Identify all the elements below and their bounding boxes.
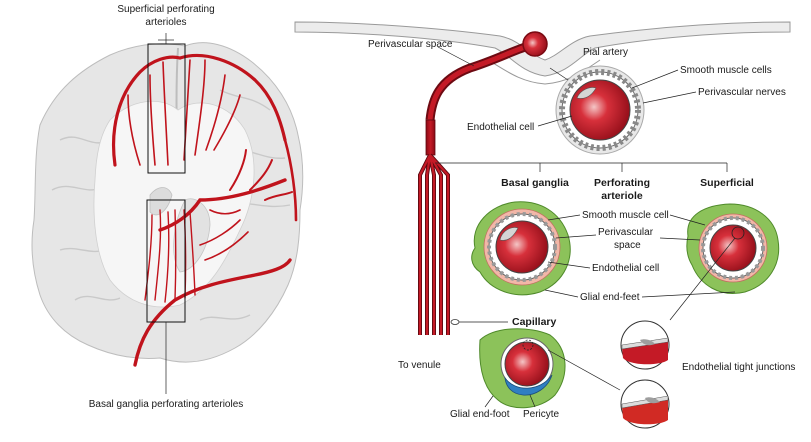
- perivascular-space-label-mid-1: Perivascular: [598, 227, 654, 238]
- basal-ganglia-arteriole-section: [471, 201, 571, 296]
- perforating-arteriole-header-1: Perforating: [594, 177, 650, 189]
- perivascular-space-label-top: Perivascular space: [368, 39, 453, 50]
- endothelial-tight-junctions-label: Endothelial tight junctions: [682, 362, 795, 373]
- pericyte-shape: [504, 374, 553, 396]
- pial-artery-diagram: Perivascular space Pial artery Smooth mu…: [294, 21, 791, 155]
- pial-surface: [294, 21, 791, 77]
- lateral-artery: [133, 258, 292, 367]
- smooth-muscle-cell-label: Smooth muscle cell: [582, 210, 669, 221]
- basal-ganglia-header: Basal ganglia: [501, 177, 569, 189]
- endothelial-cell-label-top: Endothelial cell: [467, 122, 534, 133]
- superficial-arteriole-section: [669, 203, 780, 321]
- pial-artery-label: Pial artery: [583, 47, 628, 58]
- tight-junction-magnifier-1: [620, 320, 670, 370]
- pericyte-label: Pericyte: [523, 409, 560, 420]
- basal-ganglia-arterioles-drawn: [144, 209, 196, 303]
- superficial-perforating-label-2: arterioles: [145, 17, 186, 28]
- superficial-header: Superficial: [700, 177, 754, 189]
- glial-end-foot-label: Glial end-foot: [450, 409, 510, 420]
- capillary-label: Capillary: [512, 316, 557, 328]
- perforating-vessel: To venule: [398, 119, 728, 371]
- pial-artery-small: [522, 31, 548, 57]
- glial-end-feet-label: Glial end-feet: [580, 292, 640, 303]
- capillary-section: Capillary Glial end-foot Pericyte: [450, 316, 621, 420]
- brain-section: Superficial perforating arterioles Basal…: [31, 4, 304, 410]
- perivascular-space-label-mid-2: space: [614, 240, 641, 251]
- cortical-artery-right: [178, 53, 287, 142]
- endothelial-cell-label-mid: Endothelial cell: [592, 263, 659, 274]
- cortical-artery-left: [111, 55, 182, 167]
- middle-cerebral-artery: [158, 178, 287, 232]
- superficial-arterioles-box: [147, 43, 186, 174]
- superficial-perforating-label-1: Superficial perforating: [117, 4, 214, 15]
- basal-ganglia-perforating-label: Basal ganglia perforating arterioles: [89, 399, 244, 410]
- smooth-muscle-cells-label: Smooth muscle cells: [680, 65, 772, 76]
- perivascular-nerves-label: Perivascular nerves: [698, 87, 786, 98]
- tight-junction-magnifier-2: [620, 379, 670, 429]
- to-venule-label: To venule: [398, 360, 441, 371]
- perforating-arteriole-header-2: arteriole: [601, 190, 643, 202]
